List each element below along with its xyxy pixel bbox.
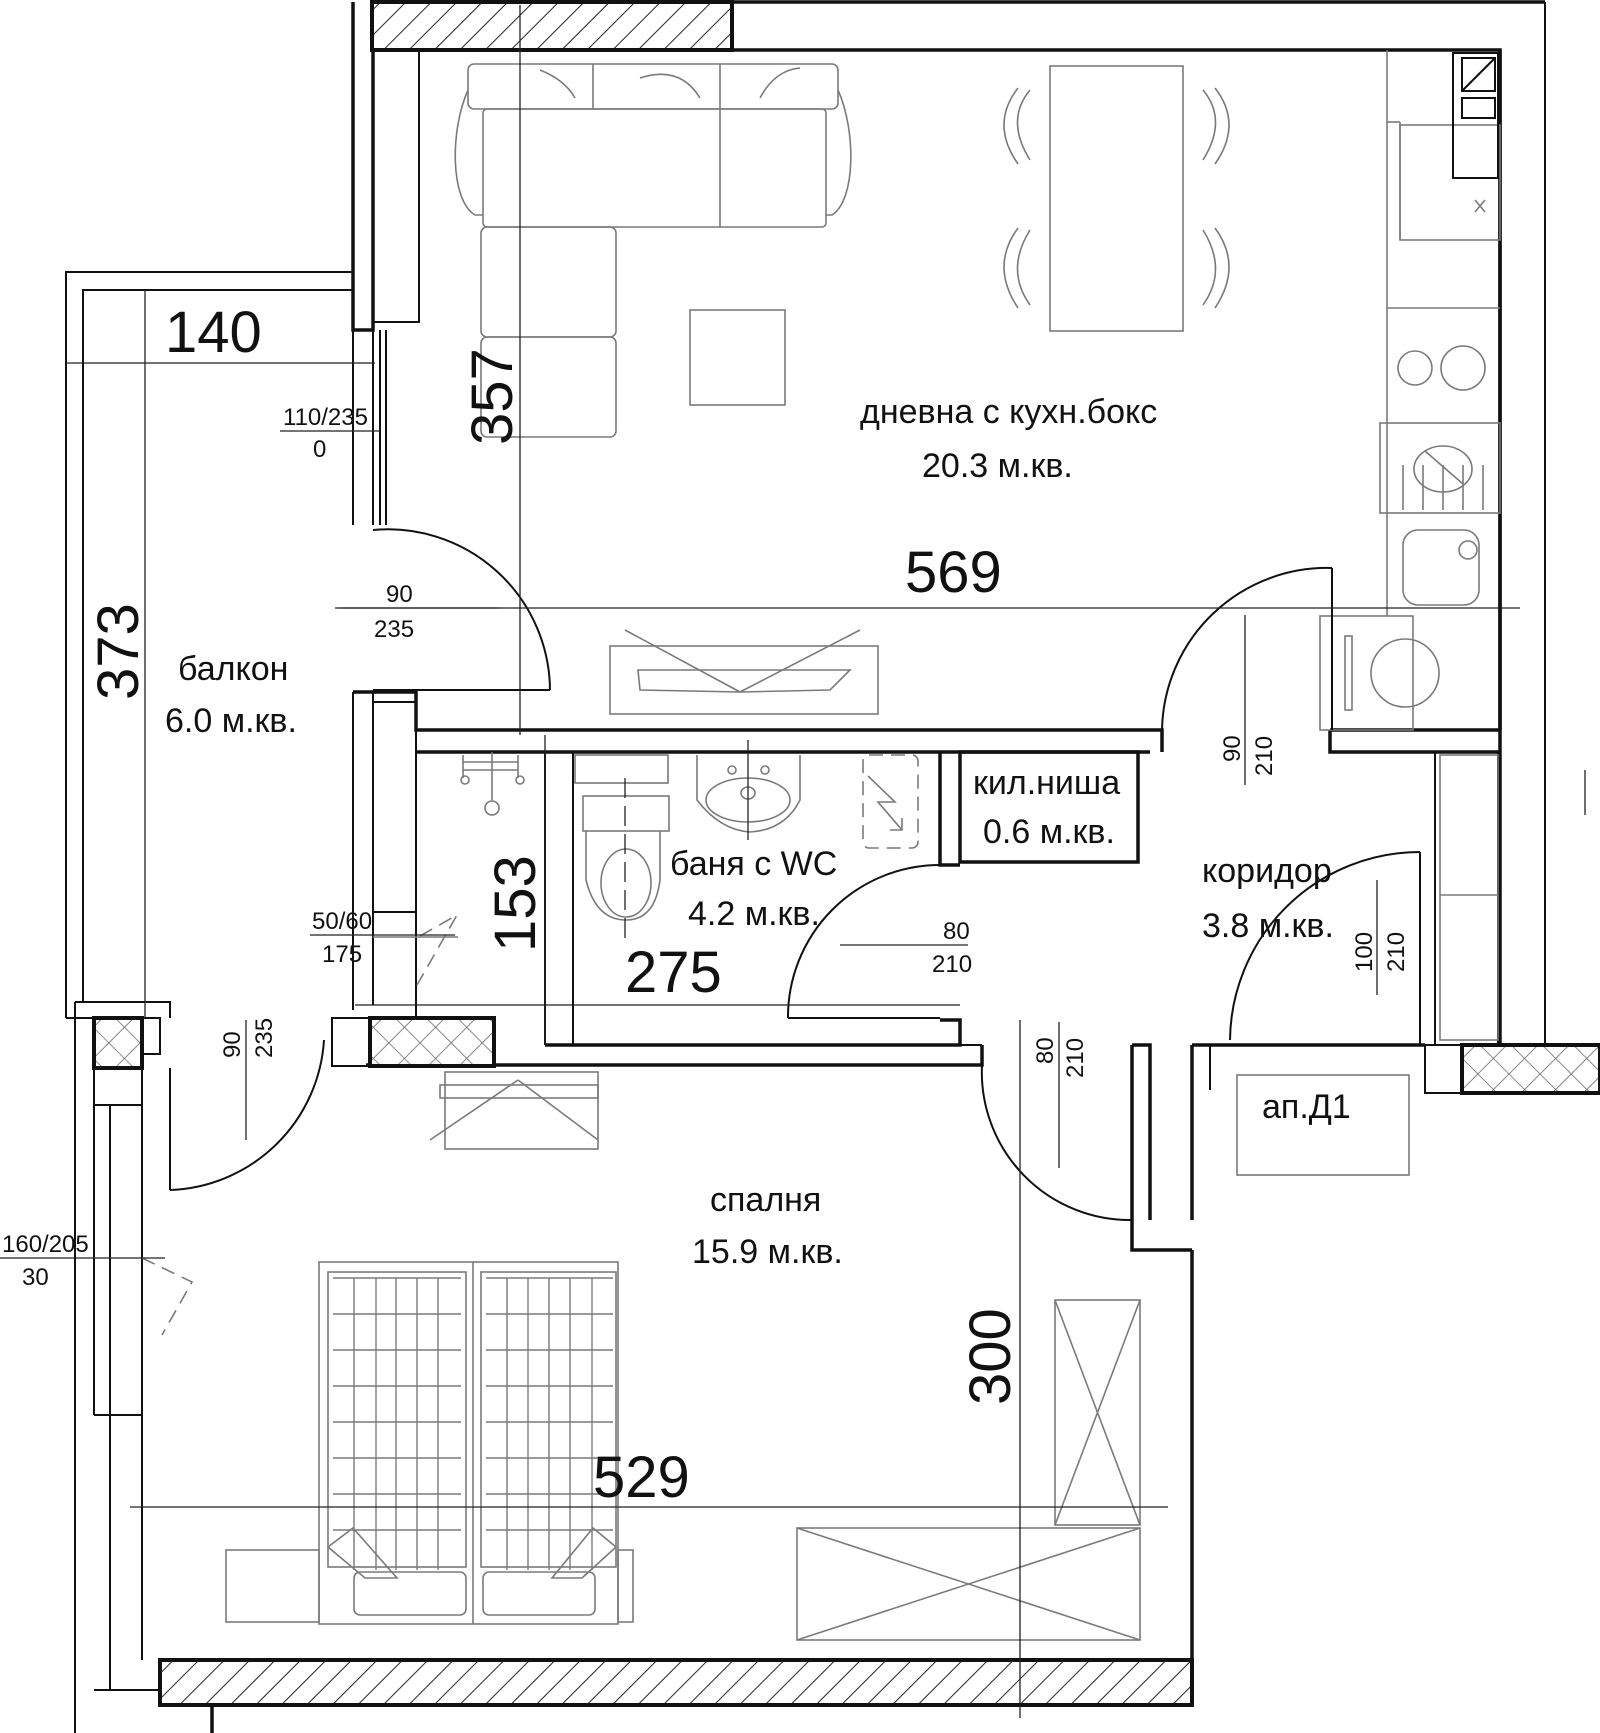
opening-bath-window-bottom: 175 xyxy=(322,941,362,968)
tv-unit-icon xyxy=(609,629,879,715)
room-labels: дневна с кухн.бокс 20.3 м.кв. балкон 6.0… xyxy=(165,393,1351,1271)
room-area-living: 20.3 м.кв. xyxy=(922,447,1073,485)
top-structural-wall xyxy=(370,0,734,52)
dim-bath-width: 275 xyxy=(625,940,722,1005)
opening-living-door-top: 90 xyxy=(1219,735,1246,762)
bath-window-swing xyxy=(416,912,460,986)
dining-table-icon xyxy=(1003,65,1230,332)
opening-living-door-bottom: 210 xyxy=(1251,736,1278,776)
kitchen-counter xyxy=(1319,50,1501,731)
dim-balcony-length: 373 xyxy=(86,603,151,700)
water-heater-icon xyxy=(862,754,919,849)
apartment-label: ап.Д1 xyxy=(1262,1088,1351,1126)
room-name-bathroom: баня с WC xyxy=(670,845,837,883)
electric-panel-icon xyxy=(1452,52,1499,179)
desk-icon xyxy=(429,1071,599,1150)
double-bed-icon xyxy=(318,1261,619,1625)
dim-bedroom-width: 529 xyxy=(593,1445,690,1510)
living-door[interactable] xyxy=(1161,566,1333,731)
bottom-structural-wall xyxy=(158,1658,1194,1707)
dim-living-width: 569 xyxy=(905,540,1002,605)
towel-rail-icon xyxy=(460,752,525,816)
room-name-bedroom: спалня xyxy=(710,1181,821,1219)
dim-living-depth: 357 xyxy=(460,348,525,445)
dim-bath-depth: 153 xyxy=(483,855,548,952)
left-column xyxy=(92,1016,144,1070)
bath-door[interactable] xyxy=(786,864,941,1019)
furniture xyxy=(141,50,1501,1641)
sofa-icon xyxy=(454,63,852,438)
dimension-labels: 140 373 357 569 153 275 300 529 xyxy=(86,300,1023,1510)
opening-balcony-window-bottom: 0 xyxy=(313,436,326,463)
opening-bath-window-top: 50/60 xyxy=(312,908,372,935)
right-column xyxy=(1460,1043,1600,1095)
opening-labels: 110/235 0 90 235 50/60 175 90 235 160/20… xyxy=(2,404,1410,1291)
room-area-bathroom: 4.2 м.кв. xyxy=(688,895,820,933)
room-area-storage: 0.6 м.кв. xyxy=(983,813,1115,851)
opening-balcony-door-bedroom-bottom: 235 xyxy=(251,1018,278,1058)
opening-entry-door-bottom: 210 xyxy=(1383,932,1410,972)
bath-column xyxy=(368,1016,496,1068)
opening-balcony-door-living-bottom: 235 xyxy=(374,616,414,643)
balcony-outline xyxy=(65,271,353,1019)
nightstand-left-icon xyxy=(225,1549,320,1623)
opening-bedroom-door-top: 80 xyxy=(1032,1037,1059,1064)
opening-balcony-door-bedroom-top: 90 xyxy=(219,1031,246,1058)
toilet-icon xyxy=(574,754,670,942)
opening-bedroom-door-bottom: 210 xyxy=(1062,1038,1089,1078)
wardrobe-icon xyxy=(1439,754,1499,1041)
dimension-lines xyxy=(66,5,1520,1718)
room-area-balcony: 6.0 м.кв. xyxy=(165,702,297,740)
opening-balcony-window-top: 110/235 xyxy=(283,404,368,431)
walls xyxy=(74,0,1600,1733)
washbasin-icon xyxy=(696,740,801,840)
opening-entry-door-top: 100 xyxy=(1351,932,1378,972)
opening-bath-door-bottom: 210 xyxy=(932,951,972,978)
doors xyxy=(169,528,1421,1222)
room-name-living: дневна с кухн.бокс xyxy=(860,393,1157,431)
opening-bedroom-window-bottom: 30 xyxy=(22,1264,49,1291)
entry-cabinet-icon xyxy=(1236,1074,1410,1176)
cooktop-large-burner-icon xyxy=(1440,345,1486,391)
room-area-corridor: 3.8 м.кв. xyxy=(1202,907,1334,945)
bedroom-window-swing xyxy=(141,1257,194,1336)
opening-bedroom-window-top: 160/205 xyxy=(2,1231,89,1258)
opening-balcony-door-living-top: 90 xyxy=(386,581,413,608)
sink-icon xyxy=(1402,529,1480,606)
coffee-table-icon xyxy=(689,309,786,406)
dim-balcony-width: 140 xyxy=(165,300,262,365)
washing-machine-icon xyxy=(1370,638,1440,708)
room-name-balcony: балкон xyxy=(178,650,288,688)
room-name-storage: кил.ниша xyxy=(973,764,1120,802)
wardrobe-bedroom-icon xyxy=(796,1299,1141,1641)
opening-bath-door-top: 80 xyxy=(943,918,970,945)
entry-door[interactable] xyxy=(1229,851,1421,1045)
nightstand-right-icon xyxy=(617,1549,634,1623)
balcony-door-living[interactable] xyxy=(372,528,551,691)
balcony-door-bedroom[interactable] xyxy=(169,1039,325,1191)
room-area-bedroom: 15.9 м.кв. xyxy=(692,1233,843,1271)
bedroom-door[interactable] xyxy=(980,1064,1133,1222)
cooktop-small-burner-icon xyxy=(1397,350,1433,386)
room-name-corridor: коридор xyxy=(1202,852,1332,890)
dim-bedroom-depth: 300 xyxy=(958,1308,1023,1405)
